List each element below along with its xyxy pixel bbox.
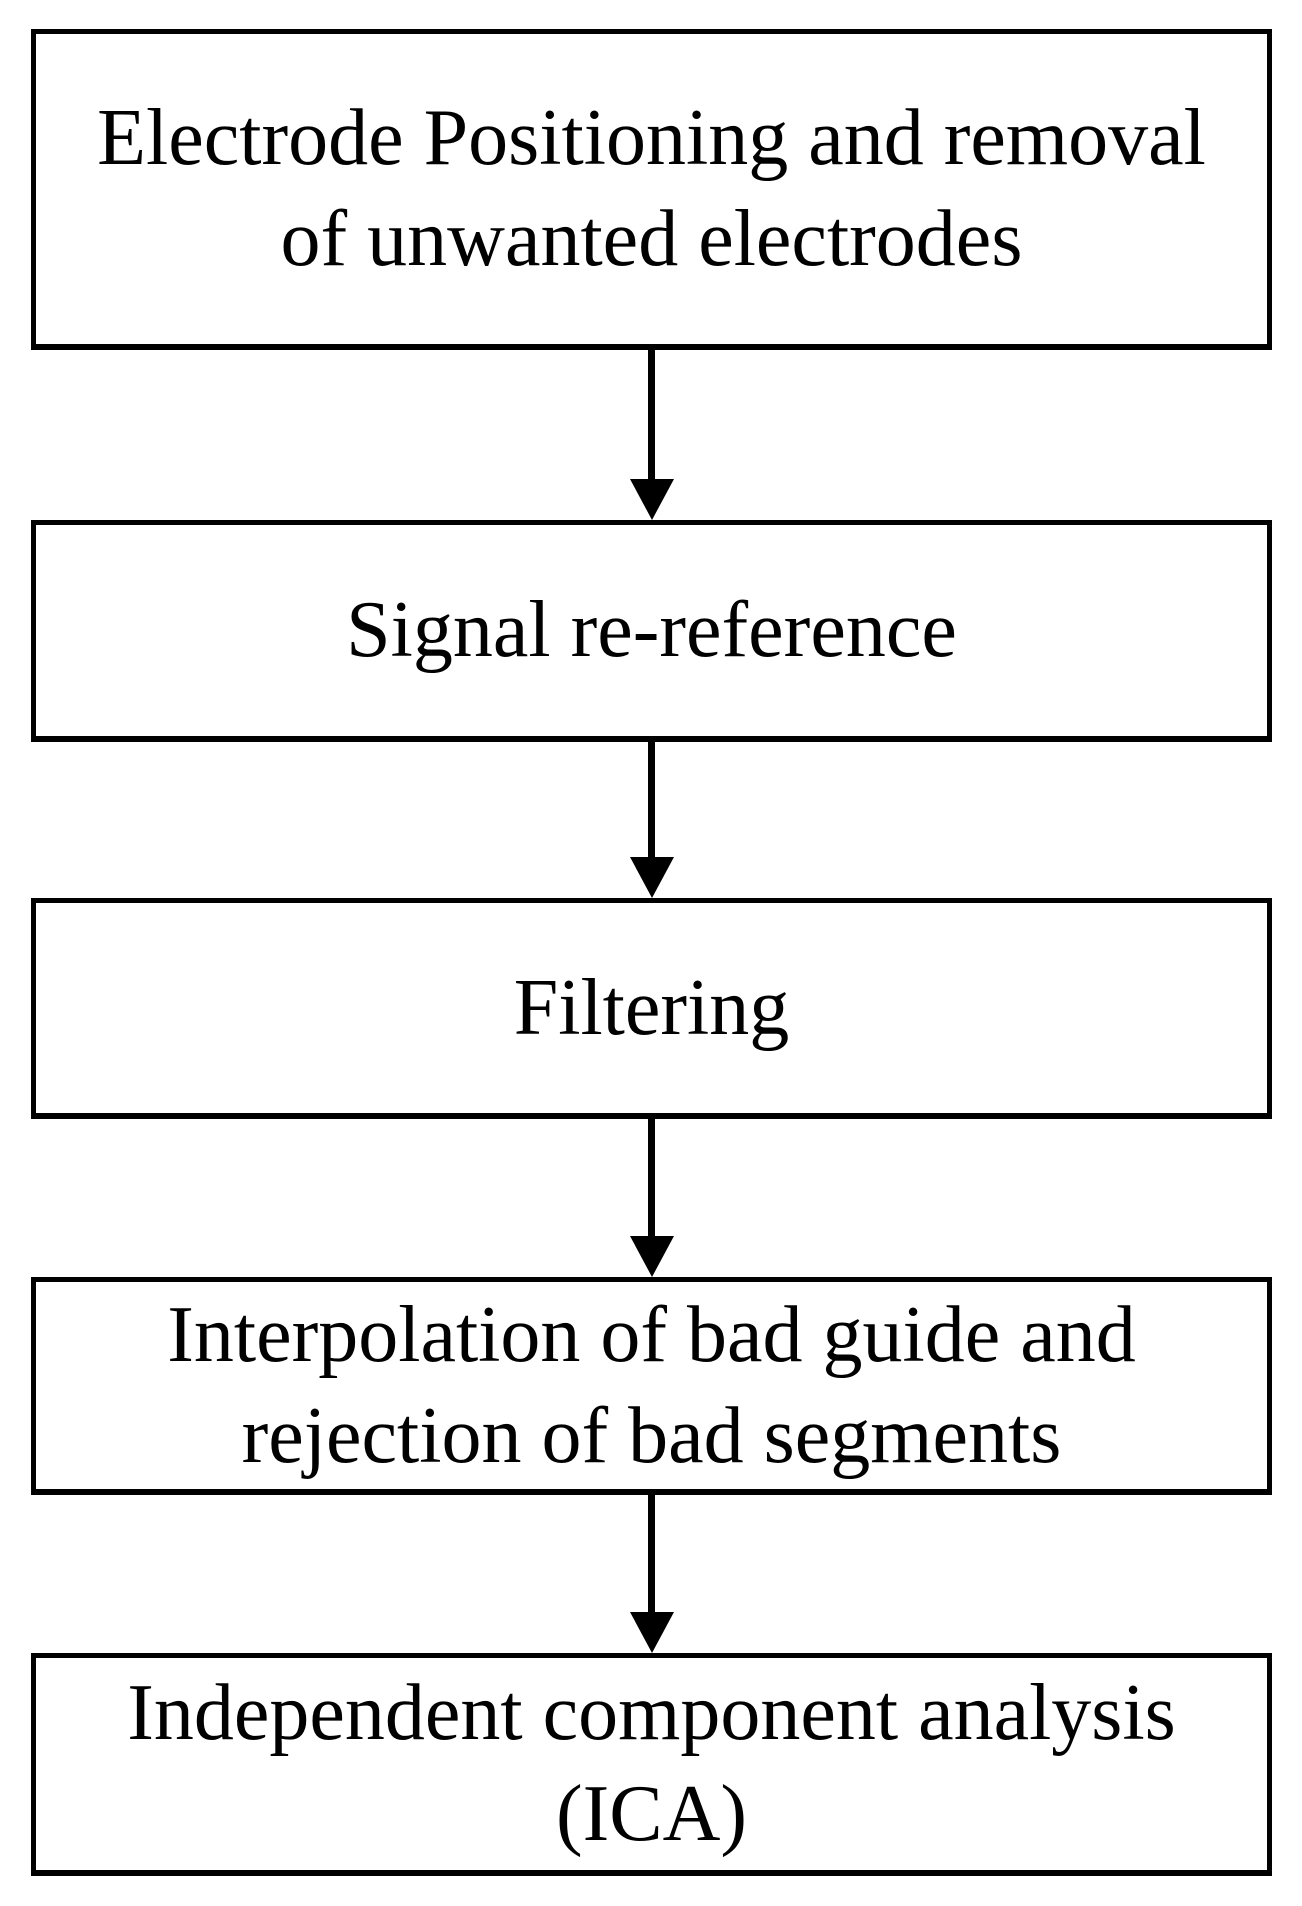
arrow-down-icon [629, 1236, 674, 1277]
box-text-line: Electrode Positioning and removal [97, 94, 1206, 182]
flow-box-interpolation-rejection: Interpolation of bad guide and rejection… [31, 1277, 1272, 1495]
flow-box-filtering: Filtering [31, 898, 1272, 1119]
box-text-line: Independent component analysis [127, 1669, 1176, 1757]
flow-box-electrode-positioning: Electrode Positioning and removal of unw… [31, 29, 1272, 350]
arrow-shaft [648, 350, 655, 479]
flow-connector-1 [629, 350, 674, 520]
box-text-line: rejection of bad segments [241, 1391, 1062, 1480]
box-text-line: (ICA) [555, 1770, 748, 1858]
flow-box-ica: Independent component analysis (ICA) [31, 1653, 1272, 1876]
flow-connector-2 [629, 742, 674, 898]
arrow-shaft [648, 1119, 655, 1236]
arrow-down-icon [629, 479, 674, 520]
box-text-line: Signal re-reference [346, 586, 957, 674]
arrow-shaft [648, 742, 655, 857]
flow-box-signal-re-reference: Signal re-reference [31, 520, 1272, 742]
box-text-line: Filtering [513, 963, 790, 1052]
box-text-line: Interpolation of bad guide and [167, 1290, 1136, 1379]
box-text-line: of unwanted electrodes [280, 195, 1023, 283]
arrow-down-icon [629, 1612, 674, 1653]
arrow-down-icon [629, 857, 674, 898]
flow-connector-3 [629, 1119, 674, 1277]
arrow-shaft [648, 1495, 655, 1612]
flow-connector-4 [629, 1495, 674, 1653]
